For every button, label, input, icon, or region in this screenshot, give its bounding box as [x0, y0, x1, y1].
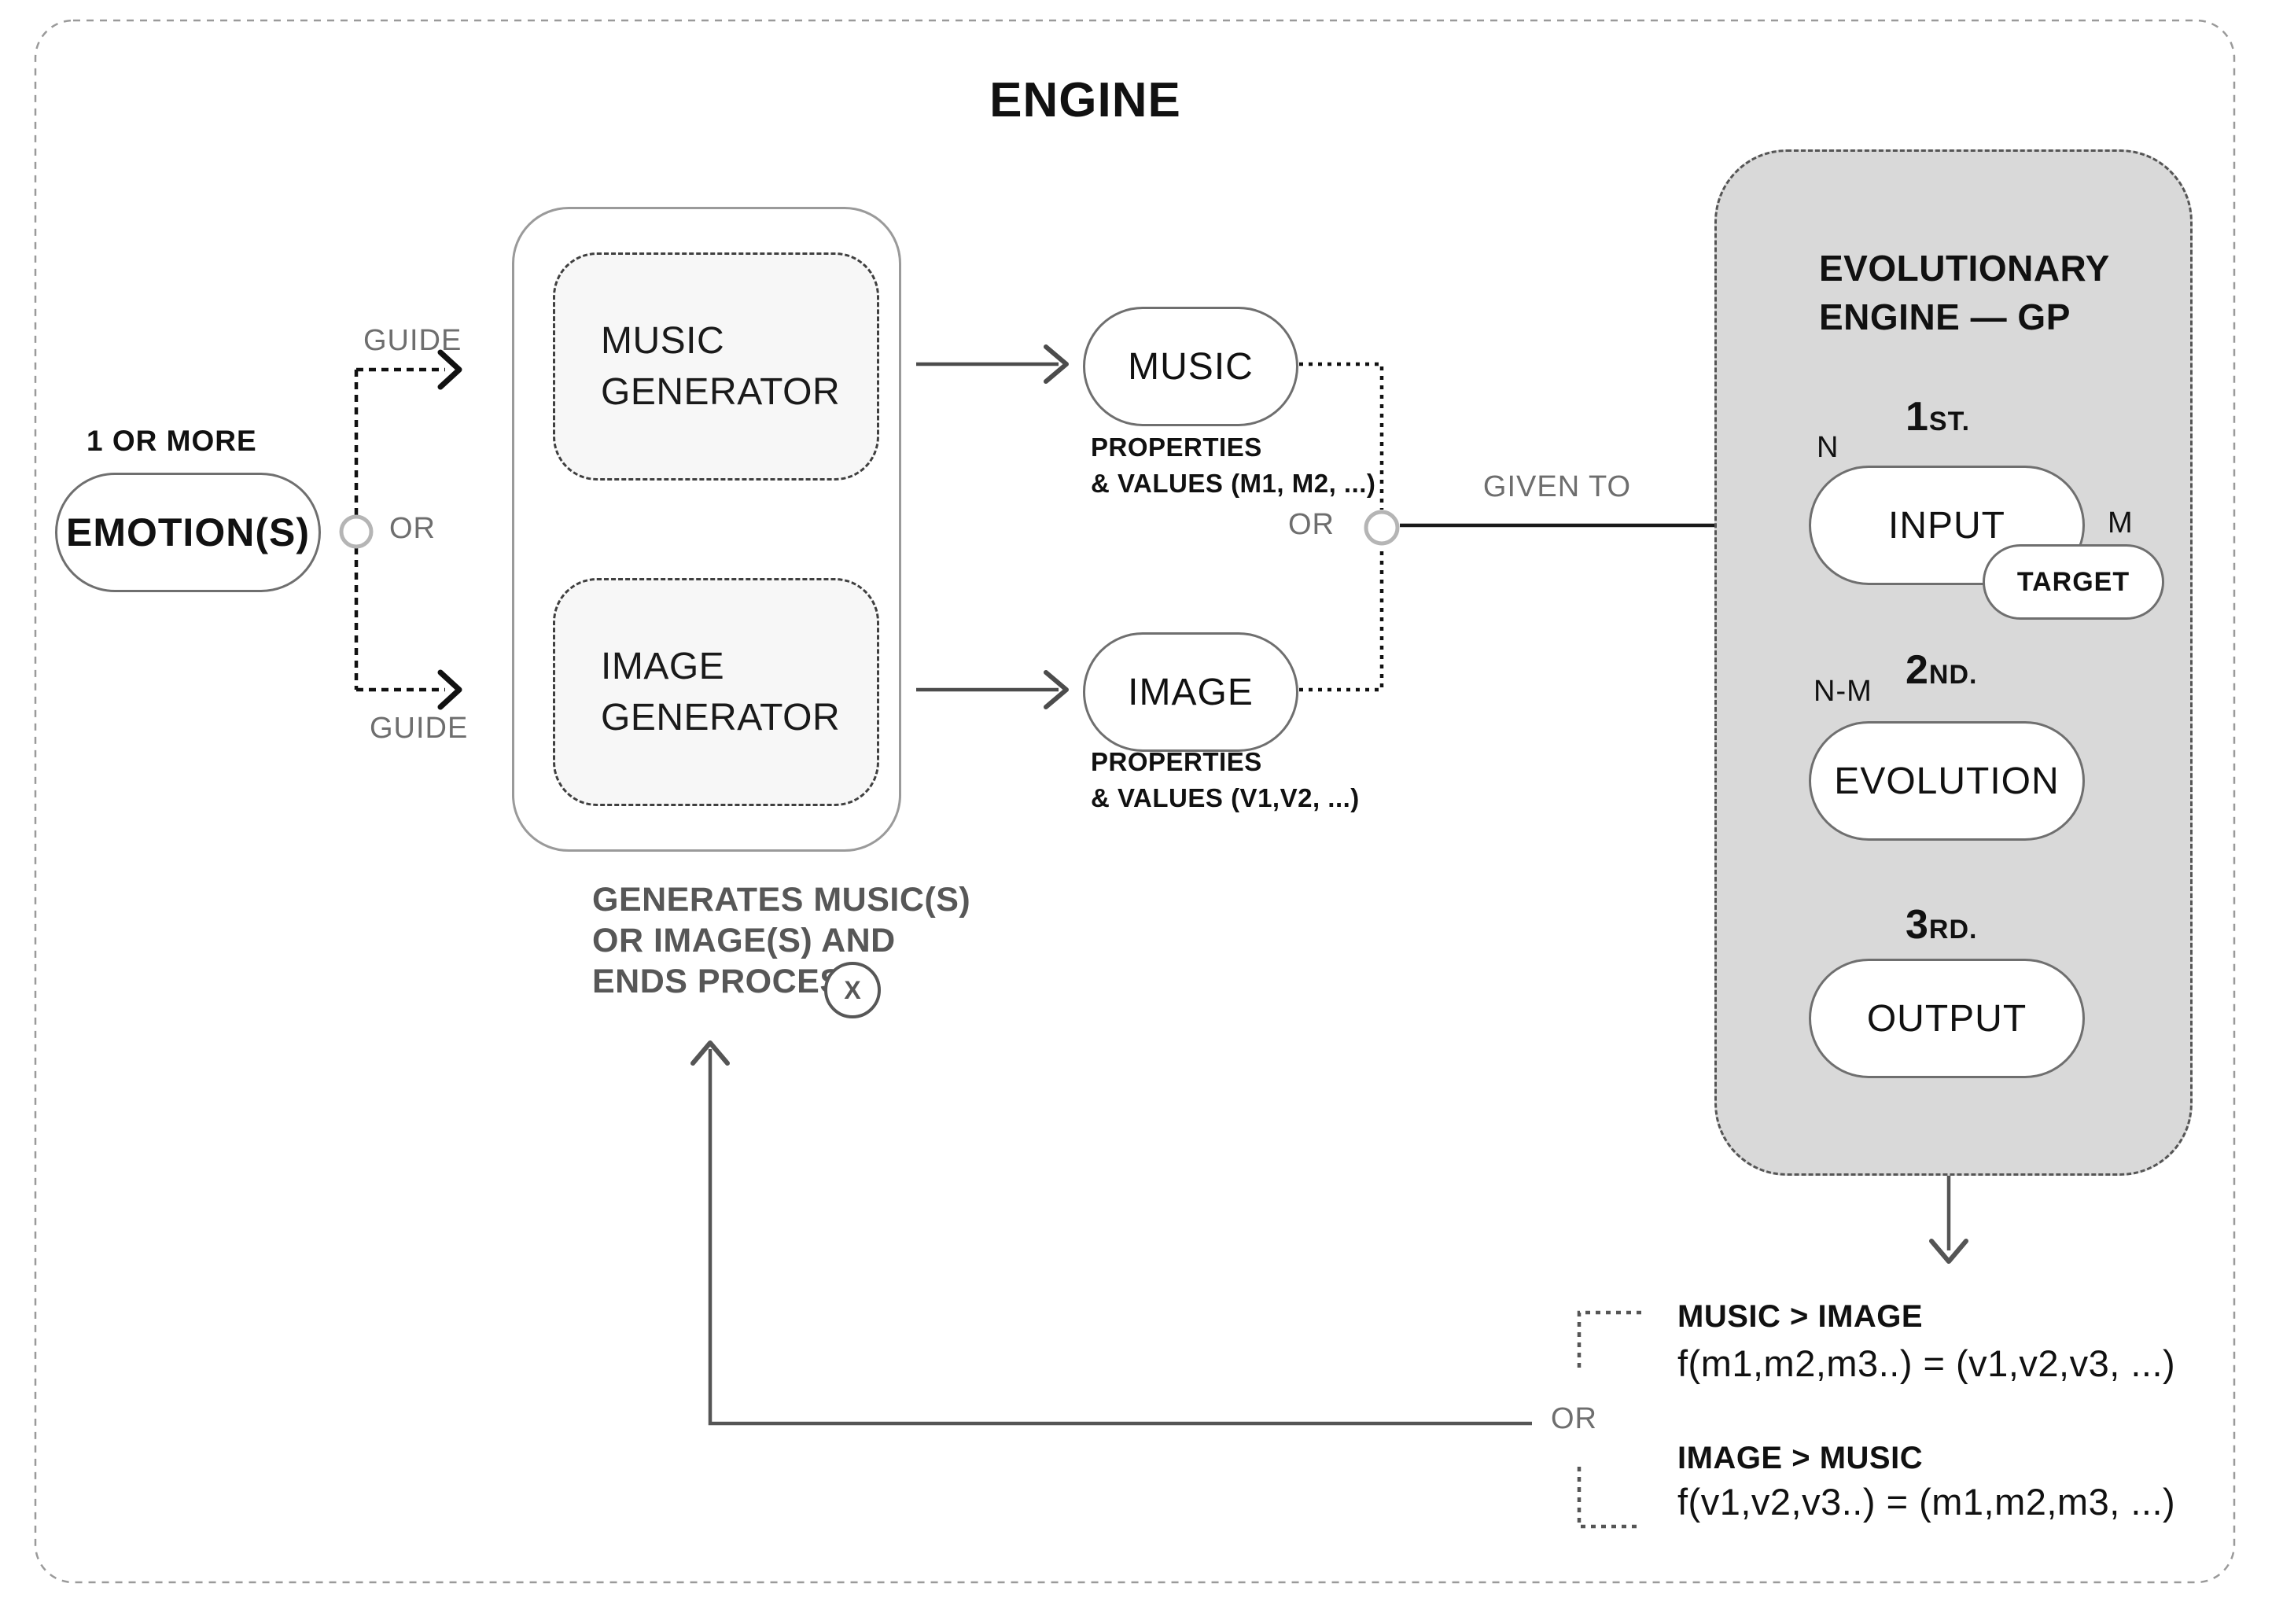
mapping-bracket-top — [1577, 1310, 1641, 1372]
music-properties: PROPERTIES & VALUES (M1, M2, ...) — [1091, 429, 1375, 502]
music-generator-line1: MUSIC — [601, 320, 725, 362]
step2-suffix: ND. — [1928, 660, 1978, 690]
evolution-node: EVOLUTION — [1809, 721, 2085, 841]
or-label-mapping: OR — [1551, 1402, 1597, 1435]
image-generator-box: IMAGE GENERATOR — [553, 578, 879, 806]
target-node-label: TARGET — [2016, 566, 2130, 597]
step3-ordinal: 3RD. — [1906, 901, 1977, 948]
music-node: MUSIC — [1083, 307, 1298, 426]
generates-note-line1: GENERATES MUSIC(S) — [592, 881, 971, 919]
page-dashed-border — [34, 19, 2236, 1584]
image-generator-line1: IMAGE — [601, 646, 725, 687]
evolutionary-engine-title-line2: ENGINE — GP — [1819, 296, 2071, 337]
given-to-label: GIVEN TO — [1482, 470, 1632, 503]
generates-note: GENERATES MUSIC(S) OR IMAGE(S) AND ENDS … — [592, 879, 970, 1002]
evolution-node-label: EVOLUTION — [1834, 760, 2060, 802]
case1-formula: f(m1,m2,m3..) = (v1,v2,v3, ...) — [1677, 1342, 2176, 1384]
ends-process-x-badge: X — [824, 962, 881, 1018]
feedback-line — [708, 1049, 1532, 1426]
output-down-arrow-head — [1929, 1239, 1968, 1264]
or-junction-circle-right — [1364, 510, 1400, 546]
guide-arrow-bottom-head — [437, 669, 462, 710]
image-properties-line2: & VALUES (V1,V2, ...) — [1091, 783, 1360, 812]
image-node: IMAGE — [1083, 632, 1298, 752]
step3-num: 3 — [1906, 902, 1929, 948]
music-node-label: MUSIC — [1128, 345, 1254, 388]
step1-ordinal: 1ST. — [1906, 393, 1970, 440]
evolutionary-engine-title: EVOLUTIONARY ENGINE — GP — [1819, 244, 2110, 341]
image-properties-line1: PROPERTIES — [1091, 747, 1262, 776]
feedback-arrow-head — [690, 1040, 730, 1066]
step1-num: 1 — [1906, 394, 1929, 440]
step2-ordinal: 2ND. — [1906, 646, 1977, 694]
page-title: ENGINE — [989, 73, 1181, 127]
case1-title: MUSIC > IMAGE — [1677, 1299, 1924, 1334]
emotion-node: EMOTION(S) — [55, 473, 321, 592]
music-properties-line2: & VALUES (M1, M2, ...) — [1091, 469, 1376, 498]
image-arrow-head — [1044, 670, 1069, 709]
music-generator-box: MUSIC GENERATOR — [553, 252, 879, 481]
image-node-label: IMAGE — [1128, 671, 1254, 713]
n-label: N — [1817, 431, 1839, 464]
guide-label-top: GUIDE — [363, 324, 462, 357]
image-generator-line2: GENERATOR — [601, 697, 841, 738]
step2-num: 2 — [1906, 647, 1929, 693]
generates-note-line2: OR IMAGE(S) AND — [592, 922, 896, 959]
evolutionary-engine-title-line1: EVOLUTIONARY — [1819, 248, 2110, 289]
ends-process-x-label: X — [844, 975, 861, 1004]
step1-suffix: ST. — [1928, 407, 1971, 436]
or-label-right: OR — [1288, 508, 1335, 541]
m-label: M — [2108, 506, 2134, 539]
output-node-label: OUTPUT — [1866, 997, 2027, 1040]
guide-arrow-top-head — [437, 349, 462, 390]
input-node-label: INPUT — [1888, 504, 2005, 547]
music-properties-line1: PROPERTIES — [1091, 433, 1262, 462]
guide-label-bottom: GUIDE — [370, 712, 469, 745]
nm-label: N-M — [1814, 675, 1872, 708]
emotion-caption: 1 OR MORE — [87, 425, 257, 457]
music-dotted-connector — [1299, 362, 1384, 510]
output-node: OUTPUT — [1809, 959, 2085, 1078]
image-properties: PROPERTIES & VALUES (V1,V2, ...) — [1091, 744, 1360, 816]
music-generator-line2: GENERATOR — [601, 371, 841, 413]
generator-container: MUSIC GENERATOR IMAGE GENERATOR — [512, 207, 901, 852]
generates-note-line3: ENDS PROCESS — [592, 963, 866, 1000]
step3-suffix: RD. — [1928, 915, 1978, 945]
target-node: TARGET — [1983, 544, 2164, 620]
emotion-node-label: EMOTION(S) — [66, 510, 310, 554]
or-label-left: OR — [389, 512, 436, 545]
case2-title: IMAGE > MUSIC — [1677, 1441, 1924, 1475]
or-junction-circle-left — [339, 514, 374, 549]
mapping-bracket-bottom — [1577, 1467, 1641, 1529]
music-arrow-head — [1044, 344, 1069, 384]
image-dotted-connector — [1299, 546, 1384, 692]
case2-formula: f(v1,v2,v3..) = (m1,m2,m3, ...) — [1677, 1481, 2176, 1523]
